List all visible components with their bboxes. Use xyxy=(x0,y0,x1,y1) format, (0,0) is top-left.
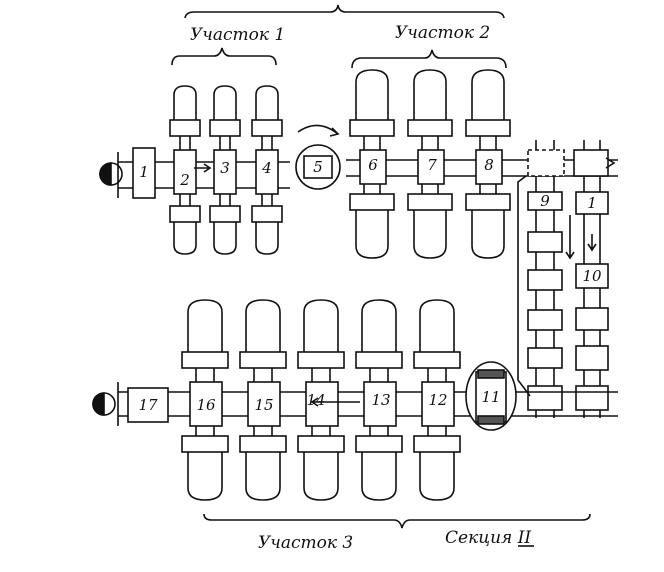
station-12-label: 12 xyxy=(428,391,447,409)
start-marker-2 xyxy=(92,392,105,416)
station-15-label: 15 xyxy=(254,396,273,414)
flow-arrow-2-3 xyxy=(194,163,212,173)
station-3-label: 3 xyxy=(220,159,230,177)
transfer-block-dashed xyxy=(527,149,565,177)
label-section-main: Секция II xyxy=(445,528,531,548)
station-10-label: 10 xyxy=(582,267,602,285)
station-11-hatch-top xyxy=(477,369,505,379)
station-13 xyxy=(355,299,403,501)
station-7-label: 7 xyxy=(427,156,437,174)
station-15 xyxy=(239,299,287,501)
brace-section1 xyxy=(171,47,277,66)
station-11-turntable xyxy=(465,361,517,431)
station-13-label: 13 xyxy=(371,391,390,409)
station-9-label: 9 xyxy=(540,192,550,210)
station-7 xyxy=(407,69,453,259)
down-arrow-right xyxy=(587,234,597,252)
station-6-label: 6 xyxy=(368,156,378,174)
station-17-box xyxy=(127,387,169,423)
connector-line xyxy=(517,175,531,397)
station-2 xyxy=(169,85,201,255)
station-4 xyxy=(251,85,283,255)
rotation-arrow xyxy=(297,124,339,135)
vertical-column-right xyxy=(575,191,609,411)
station-6 xyxy=(349,69,395,259)
station-12 xyxy=(413,299,461,501)
station-11-hatch-bottom xyxy=(477,415,505,425)
start-marker-1 xyxy=(99,162,112,186)
brace-section1-2 xyxy=(184,4,505,19)
station-1-label: 1 xyxy=(139,163,149,181)
station-5-box xyxy=(303,155,333,179)
label-section3: Участок 3 xyxy=(258,533,353,553)
station-11-label: 11 xyxy=(481,388,500,406)
station-3 xyxy=(209,85,241,255)
station-2-label: 2 xyxy=(179,171,190,189)
rotation-arrowhead xyxy=(329,127,340,137)
station-14 xyxy=(297,299,345,501)
brace-section2 xyxy=(351,49,507,69)
vertical-rails xyxy=(535,176,601,418)
station-16 xyxy=(181,299,229,501)
station-8-label: 8 xyxy=(484,156,494,174)
station-16-label: 16 xyxy=(196,396,216,414)
station-8 xyxy=(465,69,511,259)
station-1b-label: 1 xyxy=(587,194,597,212)
down-arrow-left xyxy=(565,215,575,260)
station-4-label: 4 xyxy=(261,159,272,177)
label-section1: Участок 1 xyxy=(190,25,285,45)
start-marker-1-circle xyxy=(99,162,123,186)
transfer-block-right xyxy=(573,149,609,177)
start-marker-2-circle xyxy=(92,392,116,416)
station-5-label: 5 xyxy=(313,158,323,176)
label-section2: Участок 2 xyxy=(395,23,490,43)
station-1-box xyxy=(132,147,156,199)
transfer-arrow-right xyxy=(605,157,616,169)
station-17-label: 17 xyxy=(138,396,158,414)
flow-arrow-13-14 xyxy=(310,397,360,407)
brace-bottom xyxy=(203,513,591,529)
vertical-column-left xyxy=(527,191,563,411)
